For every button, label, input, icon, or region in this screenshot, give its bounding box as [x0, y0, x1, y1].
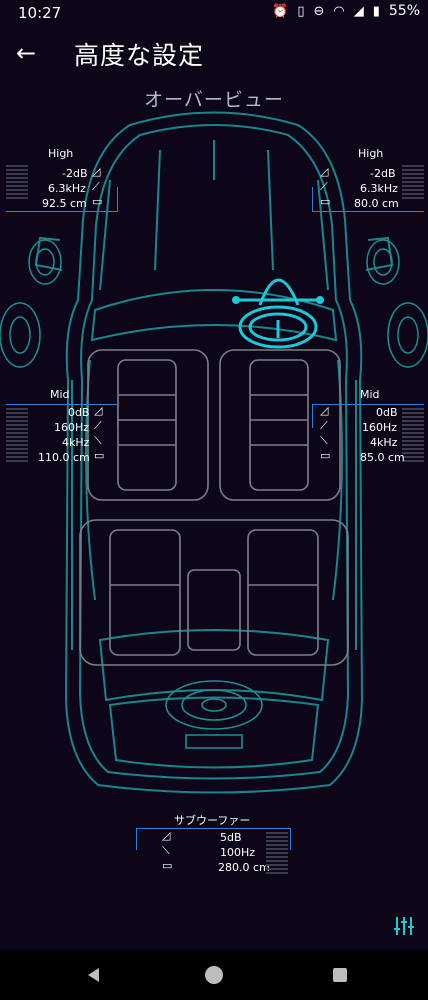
equalizer-icon[interactable] [392, 914, 416, 938]
distance-value: 92.5 cm [42, 197, 87, 210]
back-nav-button[interactable] [64, 950, 124, 1000]
high-left-panel[interactable]: High -2dB ◿ 6.3kHz ⟋ 92.5 cm ▭ [4, 147, 120, 213]
signal-icon: ◢ [353, 3, 364, 19]
speaker-label: サブウーファー [174, 814, 251, 827]
level-meter [6, 165, 28, 201]
gain-icon: ◿ [162, 829, 171, 842]
gain-value: 0dB [68, 406, 90, 419]
hpf-icon: ⟋ [94, 419, 102, 432]
speaker-label: High [358, 147, 384, 160]
vibrate-icon: ▯ [297, 3, 305, 19]
back-arrow-icon[interactable]: ← [16, 39, 37, 67]
status-icons: ⏰ ▯ ⊖ ◠ ◢ ▮ 55% [272, 3, 420, 19]
distance-value: 280.0 cm [218, 861, 270, 874]
speaker-label: High [48, 147, 74, 160]
level-meter [402, 408, 424, 464]
gain-icon: ◿ [94, 404, 103, 417]
freq-value: 100Hz [220, 846, 256, 859]
gain-value: 5dB [220, 831, 242, 844]
level-meter [6, 408, 28, 464]
battery-icon: ▮ [372, 3, 380, 19]
level-meter [402, 165, 424, 201]
lpf-value: 4kHz [370, 436, 398, 449]
gain-icon: ◿ [320, 165, 329, 178]
distance-value: 110.0 cm [38, 451, 90, 464]
status-bar: 10:27 ⏰ ▯ ⊖ ◠ ◢ ▮ 55% [0, 0, 428, 26]
ruler-icon: ▭ [162, 859, 173, 872]
speaker-label: Mid [50, 388, 70, 401]
gain-value: 0dB [376, 406, 398, 419]
wifi-icon: ◠ [333, 3, 345, 19]
gain-icon: ◿ [92, 165, 101, 178]
speaker-label: Mid [360, 388, 380, 401]
alarm-icon: ⏰ [272, 3, 289, 19]
lpf-value: 4kHz [62, 436, 90, 449]
high-right-panel[interactable]: High ◿ -2dB ⟋ 6.3kHz ▭ 80.0 cm [310, 147, 426, 213]
ruler-icon: ▭ [94, 449, 105, 462]
freq-value: 6.3kHz [48, 182, 86, 195]
gain-value: -2dB [370, 167, 396, 180]
battery-percent: 55% [388, 3, 420, 19]
gain-icon: ◿ [320, 404, 329, 417]
mid-right-panel[interactable]: Mid ◿ 0dB ⟋ 160Hz ⟍ 4kHz ▭ 85.0 cm [310, 388, 426, 468]
distance-value: 80.0 cm [354, 197, 399, 210]
home-nav-button[interactable] [184, 950, 244, 1000]
freq-value: 6.3kHz [360, 182, 398, 195]
subwoofer-panel[interactable]: サブウーファー ◿ 5dB ⟍ 100Hz ▭ 280.0 cm [136, 814, 292, 878]
lpf-icon: ⟍ [94, 434, 102, 447]
distance-value: 85.0 cm [360, 451, 405, 464]
lpf-icon: ⟍ [320, 434, 328, 447]
status-time: 10:27 [18, 4, 62, 22]
hpf-value: 160Hz [362, 421, 398, 434]
ruler-icon: ▭ [92, 195, 103, 208]
system-nav-bar [0, 950, 428, 1000]
page-title: 高度な設定 [74, 41, 205, 70]
ruler-icon: ▭ [320, 195, 331, 208]
filter-icon: ⟋ [92, 180, 100, 193]
ruler-icon: ▭ [320, 449, 331, 462]
page-subtitle: オーバービュー [144, 89, 284, 111]
level-meter [266, 832, 288, 876]
filter-icon: ⟋ [320, 180, 328, 193]
car-overview-diagram [0, 111, 428, 794]
hpf-icon: ⟋ [320, 419, 328, 432]
filter-icon: ⟍ [162, 844, 170, 857]
recents-nav-button[interactable] [310, 950, 370, 1000]
dnd-icon: ⊖ [313, 3, 325, 19]
gain-value: -2dB [62, 167, 88, 180]
mid-left-panel[interactable]: Mid 0dB ◿ 160Hz ⟋ 4kHz ⟍ 110.0 cm ▭ [4, 388, 120, 468]
hpf-value: 160Hz [54, 421, 90, 434]
